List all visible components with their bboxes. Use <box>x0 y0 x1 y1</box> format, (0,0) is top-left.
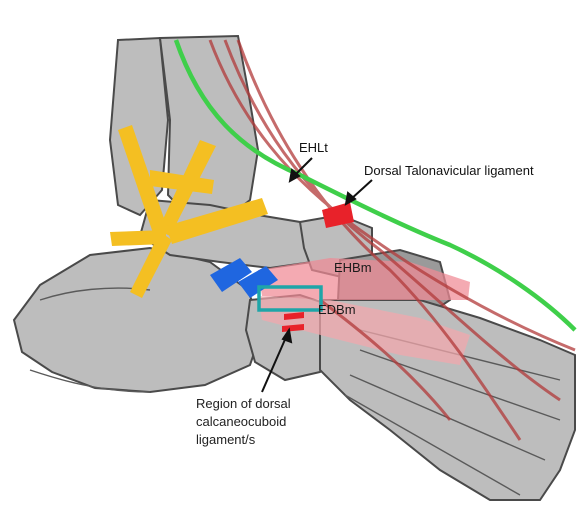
tendon-3 <box>236 39 522 441</box>
calcaneocuboid-ligament-mark-2 <box>282 324 304 332</box>
yellow-ligament-6 <box>150 170 214 194</box>
label-region-line-3: ligament/s <box>196 432 256 447</box>
tendon-1 <box>208 39 576 352</box>
yellow-ligament-3 <box>166 198 268 244</box>
blue-ligaments <box>210 258 278 298</box>
ehl-tendon <box>173 39 577 332</box>
yellow-ligament-1 <box>118 125 168 236</box>
label-region-dorsal-calcaneocuboid: Region of dorsal calcaneocuboid ligament… <box>196 395 326 449</box>
calcaneocuboid-ligament-mark-1 <box>284 312 304 320</box>
blue-ligament-1 <box>210 258 252 292</box>
extensor-tendons <box>208 39 576 441</box>
foot-bones <box>12 198 576 501</box>
tibia-bone <box>158 34 260 224</box>
dorsal-talonavicular-ligament <box>322 202 354 228</box>
arrowhead-region <box>281 327 293 344</box>
label-edbm: EDBm <box>318 302 356 317</box>
tendon-2 <box>223 39 561 402</box>
label-dorsal-talonavicular-ligament: Dorsal Talonavicular ligament <box>364 163 534 178</box>
pointer-arrows <box>261 157 373 393</box>
label-region-line-1: Region of dorsal <box>196 396 291 411</box>
teal-highlight-box <box>257 285 323 312</box>
ankle-ligaments <box>110 125 268 298</box>
arrowhead-ehlt <box>288 168 301 183</box>
yellow-ligament-5 <box>110 230 166 246</box>
arrowhead-dtl <box>344 191 357 206</box>
label-region-line-2: calcaneocuboid <box>196 414 287 429</box>
blue-ligament-2 <box>238 266 278 298</box>
yellow-ligament-4 <box>130 232 172 298</box>
tendon-4 <box>319 298 452 421</box>
label-ehbm: EHBm <box>334 260 372 275</box>
label-ehlt: EHLt <box>299 140 328 155</box>
arrow-region <box>261 334 288 393</box>
edb-muscle <box>258 296 470 365</box>
